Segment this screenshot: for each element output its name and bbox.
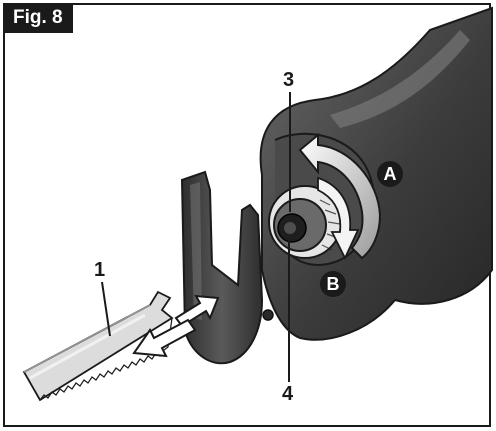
callout-a-circle: A (377, 161, 403, 187)
blade-clamp (268, 185, 342, 259)
saw-shoe (180, 170, 274, 365)
callout-4: 4 (282, 383, 294, 405)
rotate-cw-arrow-icon (298, 132, 382, 260)
saw-blade (22, 290, 174, 402)
callout-1: 1 (94, 259, 105, 281)
saw-housing (259, 6, 493, 341)
callout-b: B (327, 274, 340, 294)
leader-lines (101, 92, 291, 382)
callout-b-circle: B (320, 271, 346, 297)
callout-a: A (384, 164, 397, 184)
callout-3: 3 (283, 69, 294, 91)
rotate-ccw-arrow-icon (317, 176, 360, 261)
remove-arrow-icon (132, 318, 197, 358)
figure-label: Fig. 8 (3, 3, 73, 33)
leader-line-1 (101, 281, 111, 337)
